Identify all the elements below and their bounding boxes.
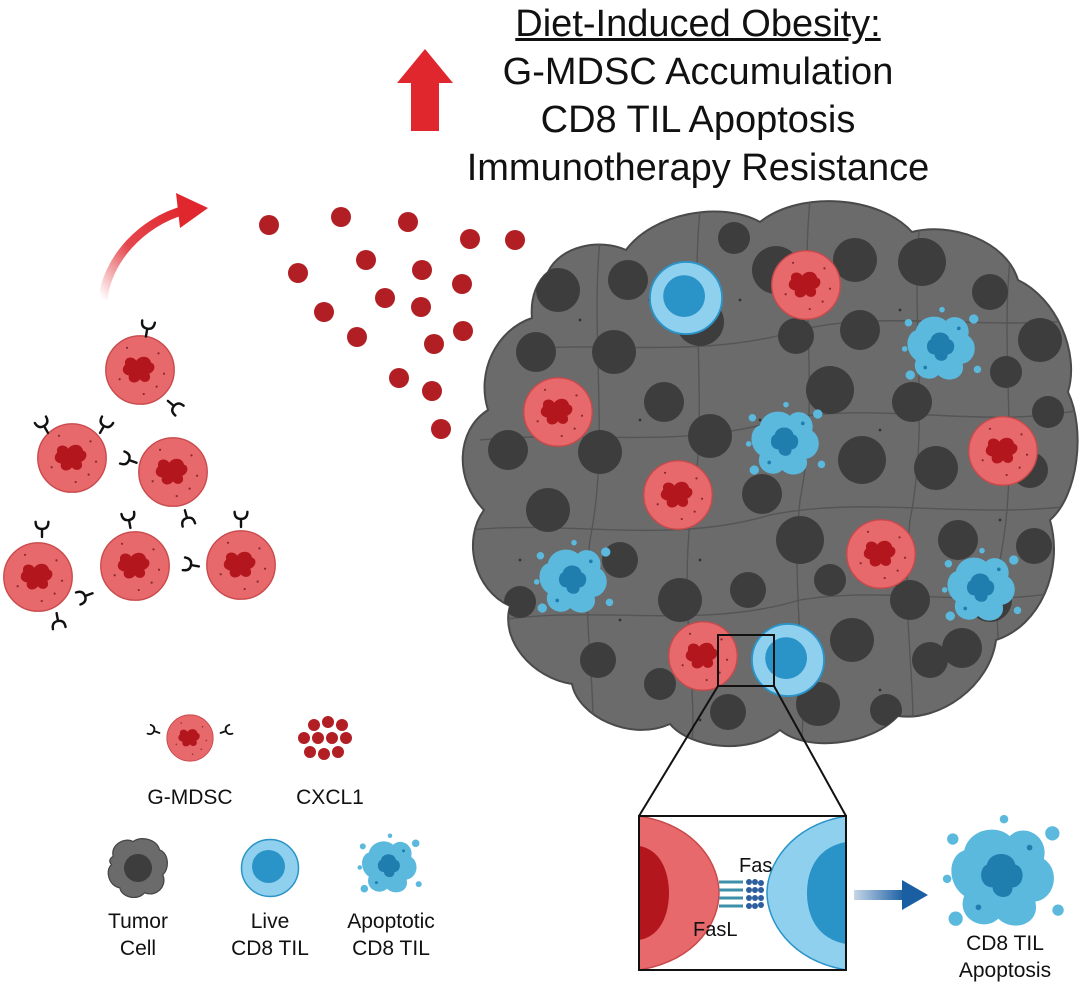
chemokine-dot: [398, 212, 418, 232]
gmdsc-cluster: [3, 319, 276, 631]
gmdsc-cell: [33, 415, 115, 493]
fasl-ligand-icon: [719, 880, 743, 908]
legend-gmdsc-label: G-MDSC: [147, 786, 233, 809]
outcome-apoptotic-cell: [942, 814, 1064, 926]
chemokine-dot: [431, 419, 451, 439]
zoom-region: [638, 634, 847, 817]
chemokine-dot: [314, 302, 334, 322]
up-arrow-icon: [397, 49, 453, 131]
outcome-label: CD8 TIL Apoptosis: [930, 930, 1080, 984]
chemokine-dot: [288, 263, 308, 283]
gmdsc-cell: [668, 621, 738, 691]
gmdsc-cell: [968, 416, 1038, 486]
live-til-cell: [648, 260, 724, 336]
chemokine-stream: [259, 207, 525, 439]
chemokine-dot: [356, 250, 376, 270]
legend-gmdsc-icon: [146, 714, 234, 762]
legend-tumor-line1: Tumor: [108, 910, 168, 933]
legend-live-line2: CD8 TIL: [231, 937, 309, 960]
chemokine-dot: [424, 334, 444, 354]
legend-apoptotic-til-icon: [357, 833, 422, 893]
outcome-line1: CD8 TIL: [966, 932, 1044, 955]
fas-label: Fas: [739, 855, 772, 877]
chemokine-dot: [331, 207, 351, 227]
chemokine-dot: [505, 230, 525, 250]
chemokine-dot: [347, 327, 367, 347]
effect-gmdsc-accumulation: G-MDSC Accumulation: [502, 51, 894, 93]
legend-live-line1: Live: [250, 910, 290, 933]
chemokine-dot: [460, 229, 480, 249]
title-block: Diet-Induced Obesity: G-MDSC Accumulatio…: [428, 0, 968, 192]
effect-immunotherapy-resistance: Immunotherapy Resistance: [466, 147, 930, 189]
title-heading: Diet-Induced Obesity:: [515, 3, 881, 45]
chemokine-dot: [412, 260, 432, 280]
legend-live-label: Live CD8 TIL: [210, 908, 330, 962]
legend-apoptotic-label: Apoptotic CD8 TIL: [325, 908, 457, 962]
legend-cxcl1-label: CXCL1: [296, 786, 364, 809]
legend-apop-line2: CD8 TIL: [352, 937, 430, 960]
legend-cxcl1-icon: [298, 716, 352, 760]
legend: [107, 714, 422, 899]
legend-tumor-cell-icon: [107, 837, 168, 899]
chemokine-dot: [259, 215, 279, 235]
gmdsc-cell: [523, 377, 593, 447]
outcome-line2: Apoptosis: [958, 959, 1052, 982]
gmdsc-cell: [771, 250, 841, 320]
legend-live-til-icon: [240, 838, 300, 898]
legend-tumor-label: Tumor Cell: [80, 908, 196, 962]
legend-apop-line1: Apoptotic: [347, 910, 435, 933]
gmdsc-cell: [643, 460, 713, 530]
gmdsc-cell: [105, 319, 185, 417]
apoptosis-arrow-icon: [854, 880, 928, 910]
effect-til-apoptosis: CD8 TIL Apoptosis: [540, 99, 856, 141]
recruitment-arrow-icon: [98, 193, 208, 301]
gmdsc-cell: [181, 510, 276, 600]
legend-tumor-line2: Cell: [119, 937, 157, 960]
fasl-label: FasL: [693, 919, 737, 941]
gmdsc-cell: [846, 519, 916, 589]
chemokine-dot: [411, 297, 431, 317]
chemokine-dot: [389, 368, 409, 388]
fas-fasl-inset: Fas FasL: [638, 815, 847, 971]
chemokine-dot: [453, 321, 473, 341]
chemokine-dot: [375, 288, 395, 308]
chemokine-dot: [422, 381, 442, 401]
gmdsc-cell: [74, 510, 170, 606]
gmdsc-cell: [3, 520, 73, 631]
fas-receptor-icon: [746, 879, 764, 909]
chemokine-dot: [452, 274, 472, 294]
